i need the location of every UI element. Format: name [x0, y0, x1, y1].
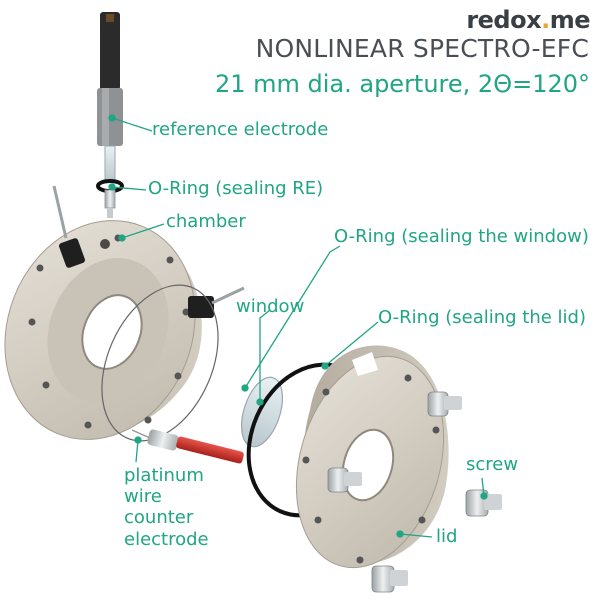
label-oring-re: O-Ring (sealing RE) [148, 178, 324, 199]
chamber-part [4, 185, 245, 440]
label-window: window [236, 296, 305, 317]
counter-electrode-part [131, 429, 244, 464]
brand-logo: redox.me [466, 6, 590, 34]
logo-dot: . [541, 6, 550, 34]
lid-part [295, 345, 449, 569]
title-line-1: NONLINEAR SPECTRO-EFC [255, 34, 589, 63]
label-oring-window: O-Ring (sealing the window) [334, 226, 589, 247]
window-oring-part [101, 284, 219, 442]
label-chamber: chamber [166, 211, 246, 232]
label-lid: lid [436, 526, 458, 547]
label-oring-lid: O-Ring (sealing the lid) [378, 307, 587, 328]
screw-parts [327, 391, 502, 593]
label-screw: screw [466, 454, 519, 475]
label-counter-electrode: platinum wire counter electrode [124, 465, 209, 550]
title-line-2: 21 mm dia. aperture, 2Θ=120° [214, 70, 590, 98]
leader-lines [108, 114, 488, 538]
label-reference-electrode: reference electrode [152, 119, 329, 140]
